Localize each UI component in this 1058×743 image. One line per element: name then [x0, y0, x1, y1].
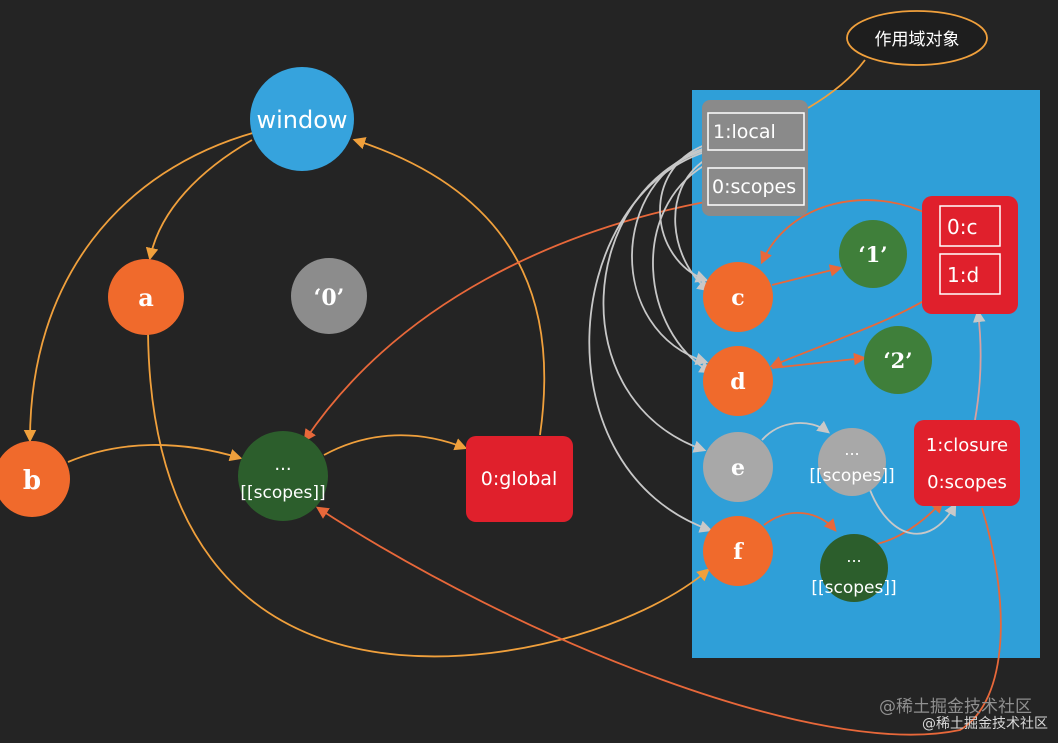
edge-escopes-closure: [869, 489, 957, 535]
local-scope-object: 1:local 0:scopes: [702, 100, 808, 216]
edge-closure-cd: [972, 309, 986, 421]
node-c-label: c: [731, 285, 744, 311]
node-f-scopes-label: [[scopes]]: [811, 578, 896, 598]
node-e-scopes: ... [[scopes]]: [809, 428, 895, 496]
closure-slot-label: 1:closure: [926, 435, 1008, 456]
local-slot-box: [707, 112, 805, 151]
edge-window-b: [23, 131, 257, 443]
edge-closurescopes-globalscopes: [315, 506, 1002, 736]
edge-local-e: [602, 149, 707, 453]
watermark-line2: @稀土掘金技术社区: [922, 716, 1048, 732]
node-one-label: ‘1’: [858, 242, 887, 267]
c-slot-label: 0:c: [947, 215, 977, 239]
edge-scopes-global: [323, 434, 468, 456]
node-global-scopes-label: [[scopes]]: [240, 483, 325, 503]
node-two: ‘2’: [864, 326, 932, 394]
node-f-label: f: [733, 539, 744, 565]
node-f-scopes-dots: ...: [846, 547, 861, 566]
edge-local-f: [588, 151, 713, 533]
edges: [23, 59, 1002, 736]
d-slot-label: 1:d: [947, 263, 979, 287]
node-f-scopes: ... [[scopes]]: [811, 534, 897, 602]
node-d-label: d: [730, 369, 745, 395]
edge-c-one: [771, 264, 843, 286]
edge-fscopes-closure: [871, 500, 944, 546]
node-e-label: e: [731, 455, 745, 481]
node-f: f: [703, 516, 773, 586]
node-e-scopes-label: [[scopes]]: [809, 466, 894, 486]
closure-scopes-slot-label: 0:scopes: [927, 472, 1007, 493]
edge-window-a: [145, 139, 253, 261]
node-global-scopes: ... [[scopes]]: [238, 431, 328, 521]
node-window-label: window: [256, 106, 347, 134]
node-b-label: b: [23, 466, 41, 496]
local-slot-label: 1:local: [713, 121, 776, 143]
edge-cslot-c: [760, 199, 931, 265]
node-zero-label: ‘0’: [314, 285, 345, 311]
callout-label: 作用域对象: [875, 30, 960, 50]
node-zero: ‘0’: [291, 258, 367, 334]
edge-local-d2: [652, 164, 713, 374]
node-one: ‘1’: [839, 220, 907, 288]
node-d: d: [703, 346, 773, 416]
node-two-label: ‘2’: [883, 348, 912, 373]
edge-e-escopes: [761, 420, 830, 441]
d-slot-box: [939, 253, 1001, 295]
node-a-label: a: [138, 283, 154, 312]
closure-scope-object: 1:closure 0:scopes: [914, 420, 1020, 506]
node-global-label: 0:global: [481, 468, 557, 490]
callout-bubble: [846, 10, 988, 66]
watermark-line1: @稀土掘金技术社区: [879, 697, 1032, 717]
cd-scope-object: 0:c 1:d: [922, 196, 1018, 314]
node-c: c: [703, 262, 773, 332]
node-e: e: [703, 432, 773, 502]
edge-global-window: [352, 137, 546, 436]
node-e-scopes-dots: ...: [844, 440, 859, 459]
local-scopes-slot-box: [707, 167, 805, 206]
edge-a-f: [147, 331, 710, 658]
c-slot-box: [939, 205, 1001, 247]
node-a: a: [108, 259, 184, 335]
edge-f-fscopes: [763, 512, 837, 532]
node-b: b: [0, 441, 70, 517]
edge-callout: [807, 59, 866, 109]
callout: 作用域对象: [846, 10, 988, 66]
node-window: window: [250, 67, 354, 171]
edge-b-scopes: [67, 444, 243, 463]
edge-localscopes-globalscopes: [303, 201, 706, 443]
node-global: 0:global: [466, 436, 573, 522]
edge-d-two: [771, 352, 867, 369]
node-global-scopes-dots: ...: [274, 454, 291, 475]
edge-local-c2: [674, 159, 710, 292]
local-scopes-slot-label: 0:scopes: [712, 176, 796, 198]
